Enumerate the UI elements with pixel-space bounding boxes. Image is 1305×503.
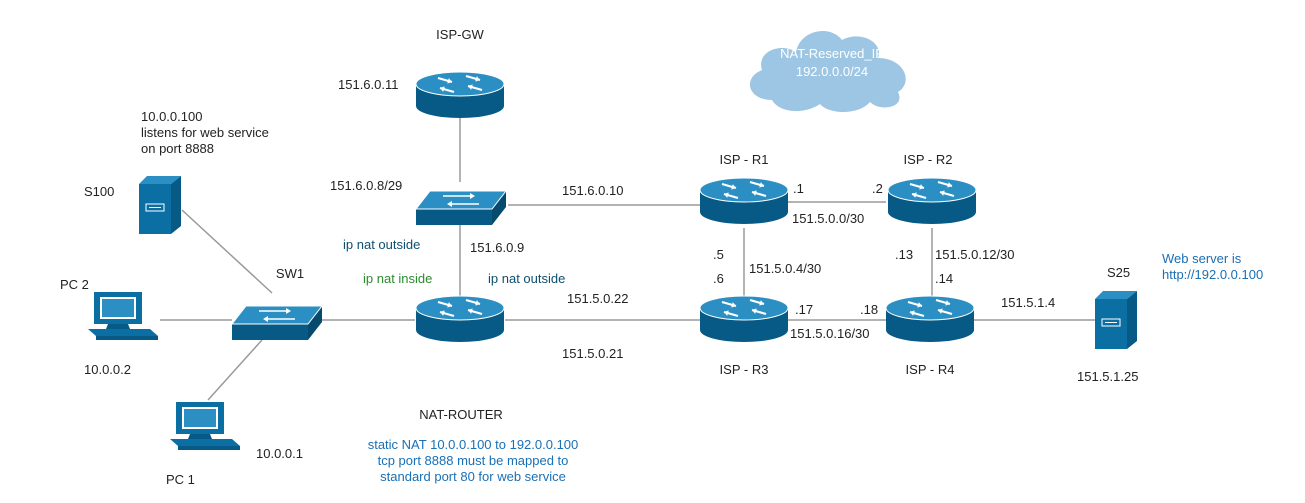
- link-sw-nat-ip: 151.6.0.9: [470, 240, 525, 255]
- nat-router[interactable]: [415, 295, 505, 342]
- isp-gw-router[interactable]: [415, 71, 505, 118]
- link-sw-r1-ip: 151.6.0.10: [562, 183, 624, 198]
- nat-reserved-cloud: [749, 30, 906, 113]
- isp-r2-label: ISP - R2: [903, 152, 953, 167]
- isp-switch-subnet: 151.6.0.8/29: [330, 178, 403, 193]
- isp-r2-router[interactable]: [887, 177, 977, 224]
- r3-up-interface: .6: [713, 271, 724, 286]
- s25-ip: 151.5.1.25: [1077, 369, 1139, 384]
- isp-r4-router[interactable]: [885, 295, 975, 342]
- pc2-ip: 10.0.0.2: [84, 362, 131, 377]
- r3-right-interface: .17: [795, 302, 814, 317]
- s25-server[interactable]: [1095, 291, 1137, 349]
- cloud-title: NAT-Reserved_IP: [780, 46, 884, 61]
- r4-up-interface: .14: [935, 271, 954, 286]
- link-pc1-sw1: [207, 339, 263, 401]
- r4-left-interface: .18: [860, 302, 879, 317]
- link-r3-r4-subnet: 151.5.0.16/30: [790, 326, 870, 341]
- static-nat-note: static NAT 10.0.0.100 to 192.0.0.100 tcp…: [367, 437, 579, 484]
- pc2-label: PC 2: [60, 277, 89, 292]
- nat-inside-label: ip nat inside: [363, 271, 433, 286]
- pc2-computer[interactable]: [88, 292, 158, 340]
- isp-gw-ip: 151.6.0.11: [338, 77, 399, 92]
- link-nat-r3-ip1: 151.5.0.22: [567, 291, 629, 306]
- sw1-label: SW1: [275, 266, 305, 281]
- s100-server[interactable]: [139, 176, 181, 234]
- nat-outside-top-label: ip nat outside: [343, 237, 421, 252]
- s100-label: S100: [84, 184, 115, 199]
- s100-note: 10.0.0.100 listens for web service on po…: [141, 109, 269, 156]
- nat-router-label: NAT-ROUTER: [419, 407, 503, 422]
- link-r1-r3-subnet: 151.5.0.4/30: [749, 261, 822, 276]
- s25-label: S25: [1107, 265, 1131, 280]
- isp-gw-label: ISP-GW: [436, 27, 484, 42]
- r1-interface: .1: [793, 181, 804, 196]
- r2-interface: .2: [872, 181, 883, 196]
- link-r4-s25-ip: 151.5.1.4: [1001, 295, 1056, 310]
- r2-down-interface: .13: [895, 247, 914, 262]
- isp-r1-router[interactable]: [699, 177, 789, 224]
- nat-outside-right-label: ip nat outside: [488, 271, 566, 286]
- link-nat-r3-ip2: 151.5.0.21: [562, 346, 624, 361]
- web-server-note: Web server is http://192.0.0.100: [1162, 251, 1264, 282]
- pc1-computer[interactable]: [170, 402, 240, 450]
- isp-r3-router[interactable]: [699, 295, 789, 342]
- pc1-ip: 10.0.0.1: [256, 446, 303, 461]
- cloud-subnet: 192.0.0.0/24: [795, 64, 869, 79]
- link-r1-r2-subnet: 151.5.0.0/30: [792, 211, 865, 226]
- isp-switch[interactable]: [414, 190, 508, 225]
- devices-layer: [88, 30, 1137, 450]
- link-s100-sw1: [181, 209, 273, 294]
- isp-r3-label: ISP - R3: [719, 362, 769, 377]
- isp-r4-label: ISP - R4: [905, 362, 955, 377]
- sw1-switch[interactable]: [230, 305, 324, 340]
- link-r2-r4-subnet: 151.5.0.12/30: [935, 247, 1015, 262]
- isp-r1-label: ISP - R1: [719, 152, 769, 167]
- r1-down-interface: .5: [713, 247, 724, 262]
- links-layer: [160, 108, 1096, 401]
- pc1-label: PC 1: [166, 472, 195, 487]
